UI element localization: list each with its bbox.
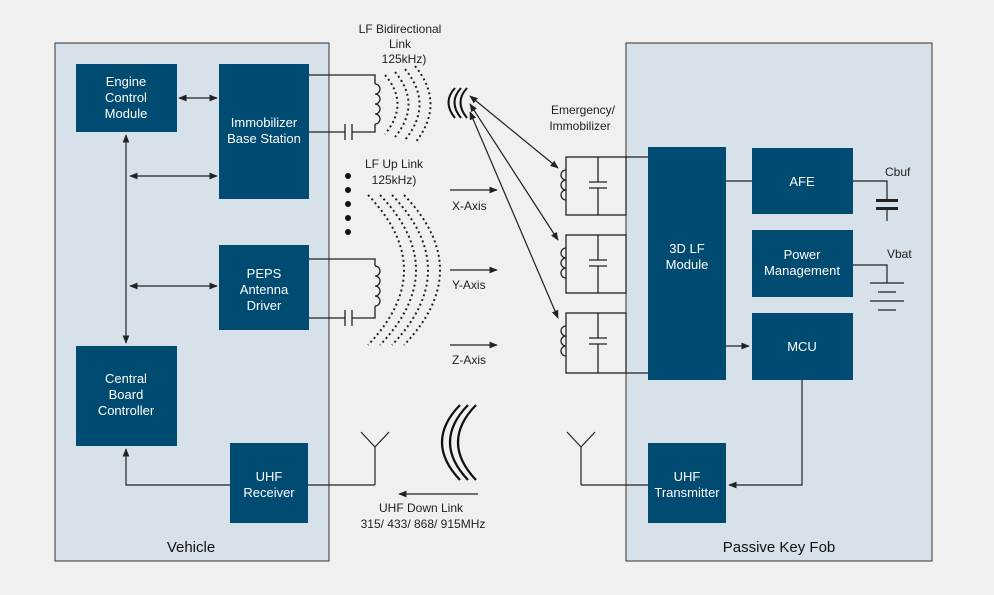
uhf-wave-arcs xyxy=(440,404,477,481)
emergency-immobilizer-label: Emergency/Immobilizer xyxy=(549,103,615,133)
fob-coil-x xyxy=(560,156,627,216)
axis-arrows xyxy=(450,186,498,349)
x-axis-label: X-Axis xyxy=(452,199,487,213)
vehicle-label: Vehicle xyxy=(167,539,215,556)
y-axis-label: Y-Axis xyxy=(452,278,486,292)
afe-block: AFE xyxy=(752,148,853,214)
keyfob-label: Passive Key Fob xyxy=(723,539,836,556)
peps-antenna-coil xyxy=(309,258,381,326)
cbuf-label: Cbuf xyxy=(885,165,911,179)
emergency-link-arrows xyxy=(469,95,559,319)
mcu-block: MCU xyxy=(752,313,853,380)
vehicle-bus-lines xyxy=(122,94,230,486)
vbat-label: Vbat xyxy=(887,247,912,261)
lf-up-link-dots xyxy=(345,173,351,235)
fob-uhf-antenna xyxy=(566,431,648,486)
lf-up-link-field xyxy=(367,194,441,346)
emergency-field-arcs xyxy=(447,87,468,119)
lf-bidirectional-field xyxy=(384,65,432,144)
immobilizer-antenna-coil xyxy=(309,74,381,140)
capacitor-plates xyxy=(876,199,898,210)
svg-text:AFE: AFE xyxy=(789,174,815,189)
fob-coil-z xyxy=(560,312,627,374)
vehicle-uhf-antenna xyxy=(308,431,390,486)
fob-coil-y xyxy=(560,234,627,294)
fob-coil-bus xyxy=(626,156,648,374)
svg-text:MCU: MCU xyxy=(787,339,817,354)
z-axis-label: Z-Axis xyxy=(452,353,486,367)
